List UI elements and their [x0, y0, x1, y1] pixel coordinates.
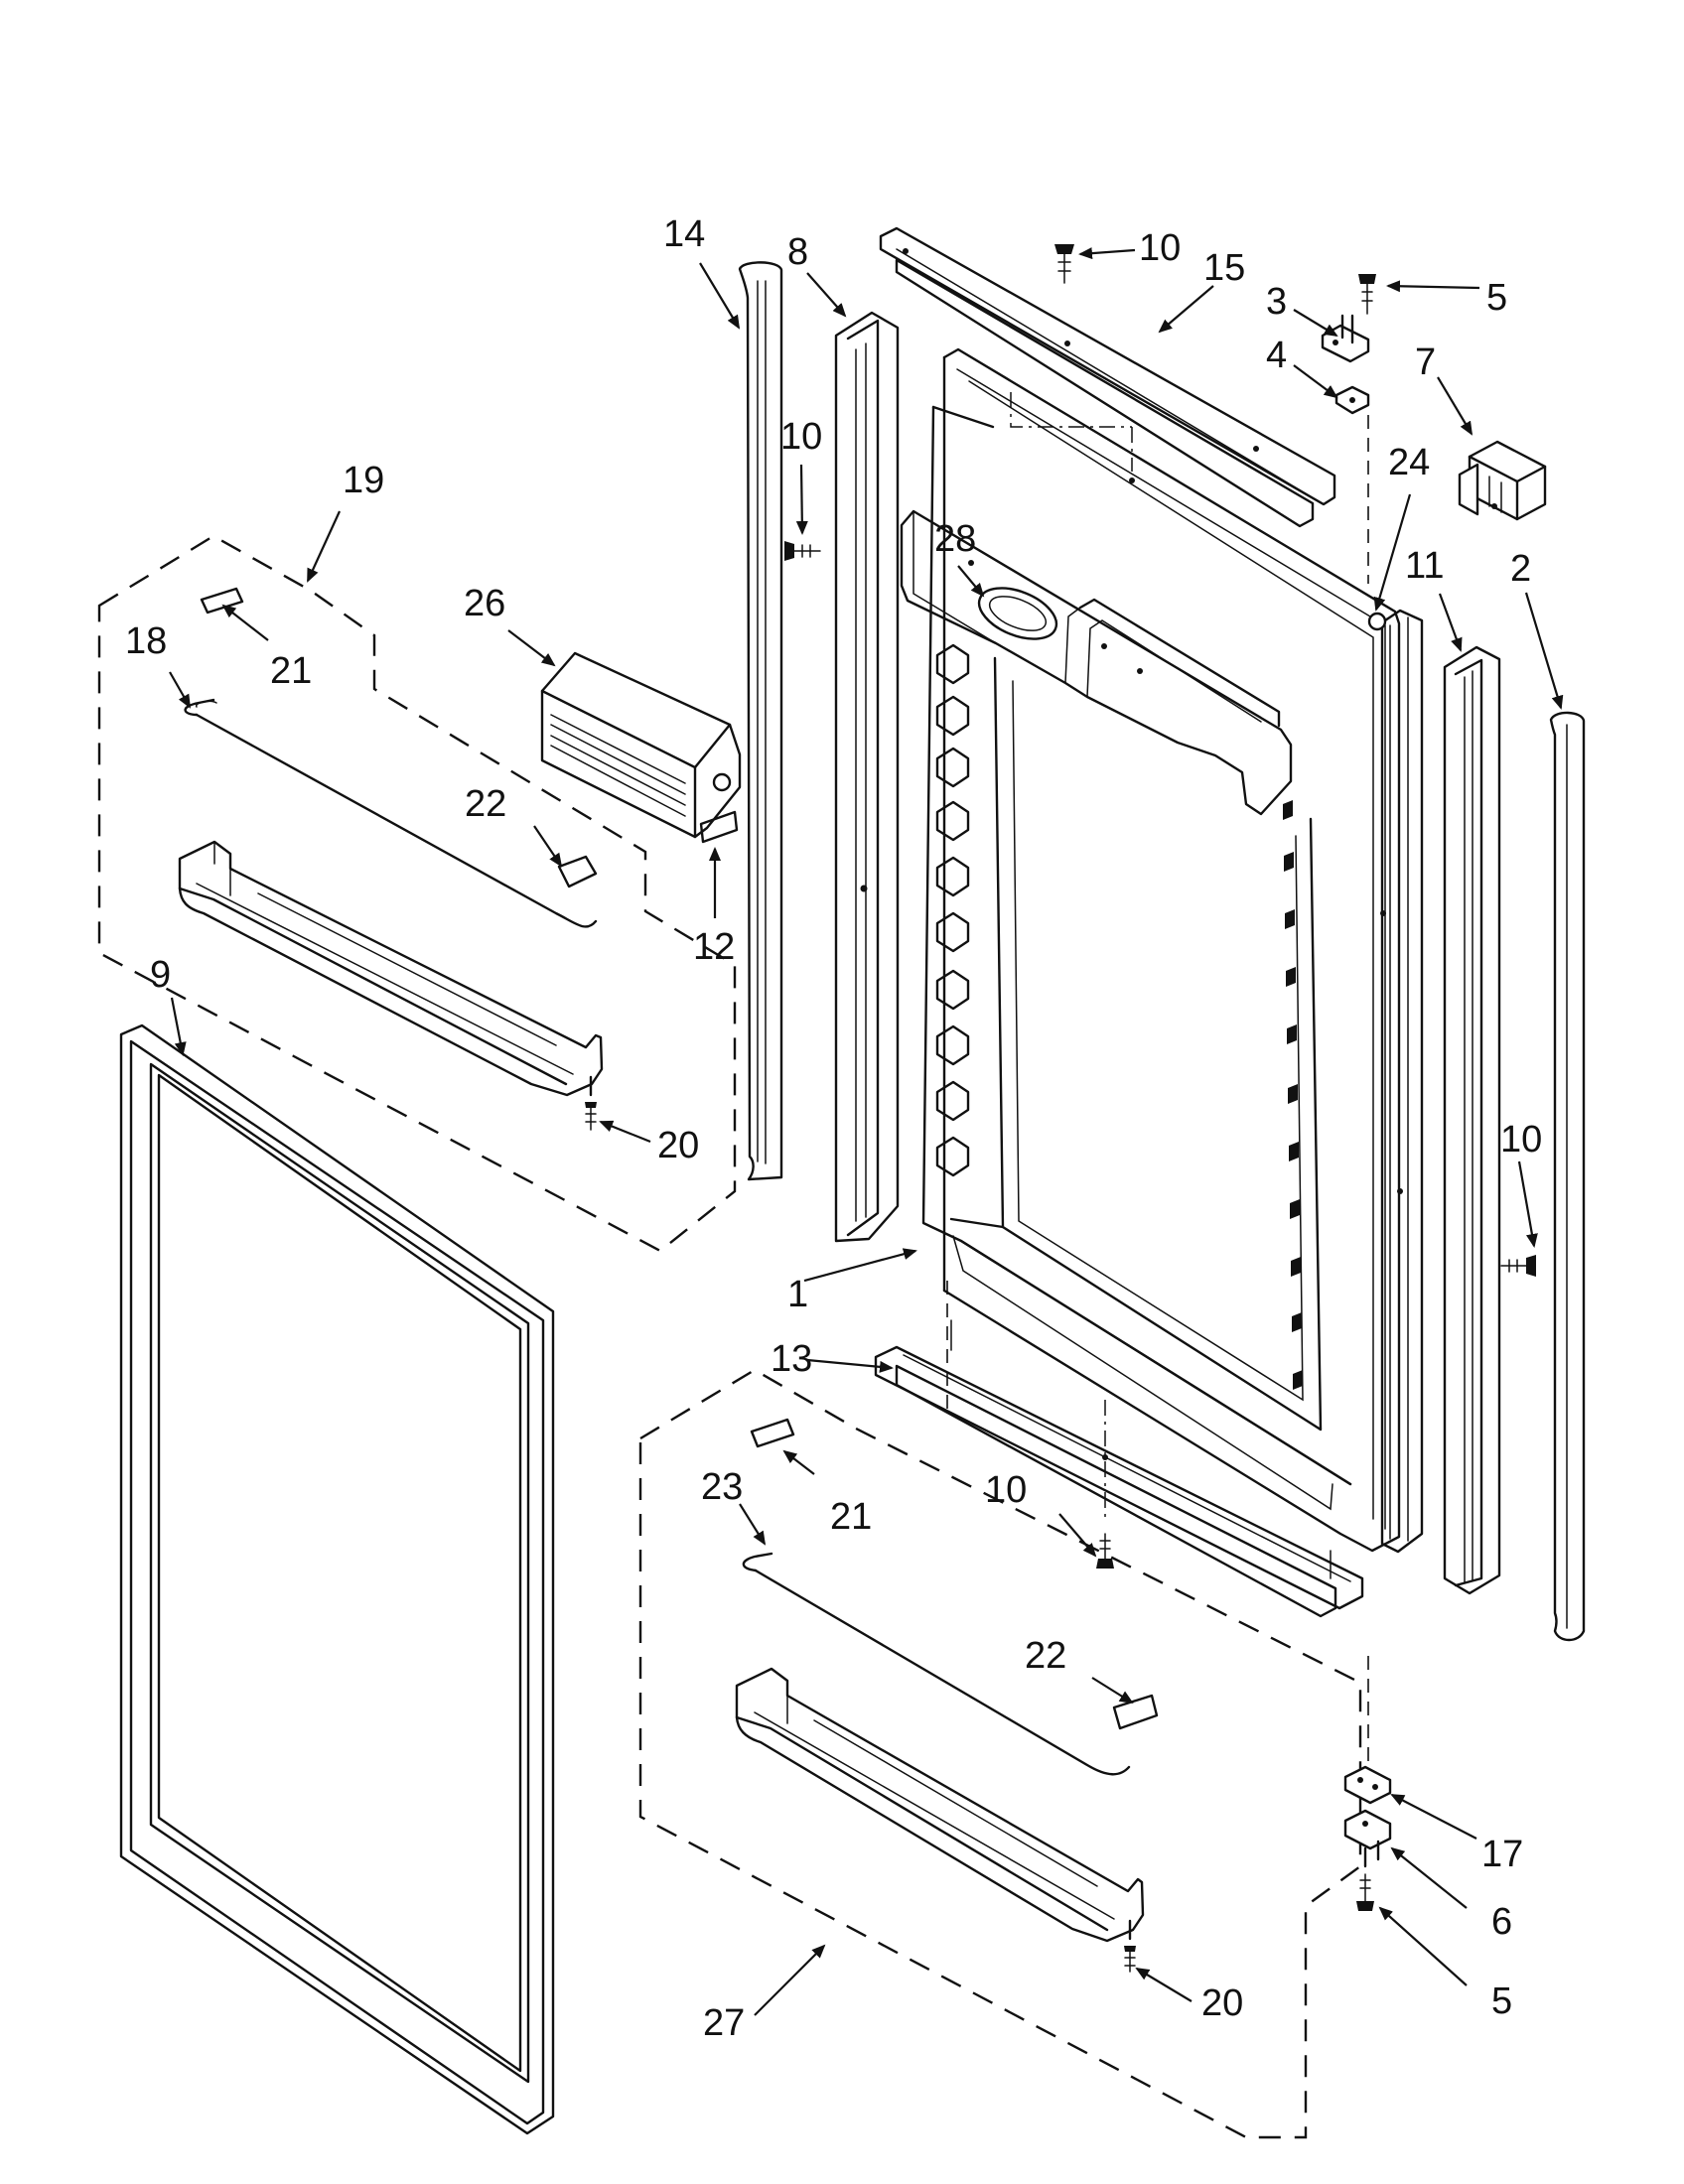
upper-shelf-assembly	[97, 534, 737, 1253]
callout-labels: 14 8 10 15 3 5 4 7 10 24 11 2 19 28 26 1…	[125, 213, 1542, 2044]
callout-10: 10	[1139, 227, 1181, 269]
handle-cover-part	[540, 651, 742, 844]
callout-5: 5	[1486, 277, 1507, 319]
leader-lines	[169, 247, 1564, 2016]
callout-28: 28	[934, 518, 976, 560]
screw-left-part	[784, 541, 821, 561]
callout-12: 12	[693, 926, 735, 968]
callout-24: 24	[1388, 442, 1430, 483]
callout-13: 17	[1481, 1834, 1523, 1875]
callout-7: 7	[1415, 341, 1436, 383]
bottom-trim-part	[874, 1281, 1364, 1618]
screw-bottom-part	[1096, 1533, 1114, 1569]
screw-top-part	[1054, 244, 1074, 284]
callout-19: 19	[343, 460, 384, 501]
bottom-hinge-shim-part	[1343, 1765, 1392, 1805]
callout-5: 5	[1491, 1980, 1512, 2022]
door-gasket-part	[119, 1024, 555, 2135]
callout-6: 6	[1491, 1901, 1512, 1943]
door-outer-panel-part	[1367, 415, 1424, 1554]
callout-21: 21	[270, 650, 312, 692]
hinge-screw-top-part	[1358, 274, 1376, 315]
callout-4: 4	[1266, 335, 1287, 376]
screw-right-part	[1500, 1255, 1536, 1277]
right-side-trim-part	[1549, 711, 1586, 1642]
callout-26: 26	[464, 583, 505, 624]
callout-22: 22	[465, 783, 506, 825]
callout-22: 22	[1025, 1635, 1066, 1677]
callout-20: 20	[1201, 1982, 1243, 2024]
hinge-cover-part	[1458, 440, 1547, 521]
bottom-hinge-part	[1343, 1809, 1392, 1868]
liner-right-ribs	[1283, 800, 1303, 1390]
callout-8: 8	[787, 231, 808, 273]
callout-14: 13	[771, 1338, 812, 1380]
callout-10: 10	[780, 416, 822, 458]
top-trim-part	[879, 226, 1336, 528]
left-door-channel-part	[834, 311, 900, 1243]
callout-20: 20	[657, 1125, 699, 1166]
top-hinge-part	[1321, 314, 1370, 363]
callout-10: 10	[985, 1469, 1027, 1511]
right-door-channel-part	[1443, 645, 1501, 1595]
hinge-shim-part	[1334, 385, 1370, 415]
callout-9: 9	[150, 954, 171, 996]
callout-2: 2	[1510, 548, 1531, 590]
callout-18: 18	[125, 620, 167, 662]
hinge-screw-bottom-part	[1356, 1873, 1374, 1911]
door-liner-part	[900, 347, 1403, 1553]
left-side-trim-part	[738, 261, 783, 1181]
callout-1: 1	[787, 1274, 808, 1315]
callout-17: 15	[1203, 247, 1245, 289]
callout-23: 23	[701, 1466, 743, 1508]
callout-10: 10	[1500, 1119, 1542, 1160]
callout-3: 3	[1266, 281, 1287, 323]
callout-15: 14	[663, 213, 705, 255]
lower-shelf-assembly	[638, 1368, 1362, 2139]
callout-27: 27	[703, 2002, 745, 2044]
callout-11: 11	[1405, 545, 1444, 587]
callout-21: 21	[830, 1496, 872, 1538]
liner-shelf-ribs	[935, 643, 970, 1177]
